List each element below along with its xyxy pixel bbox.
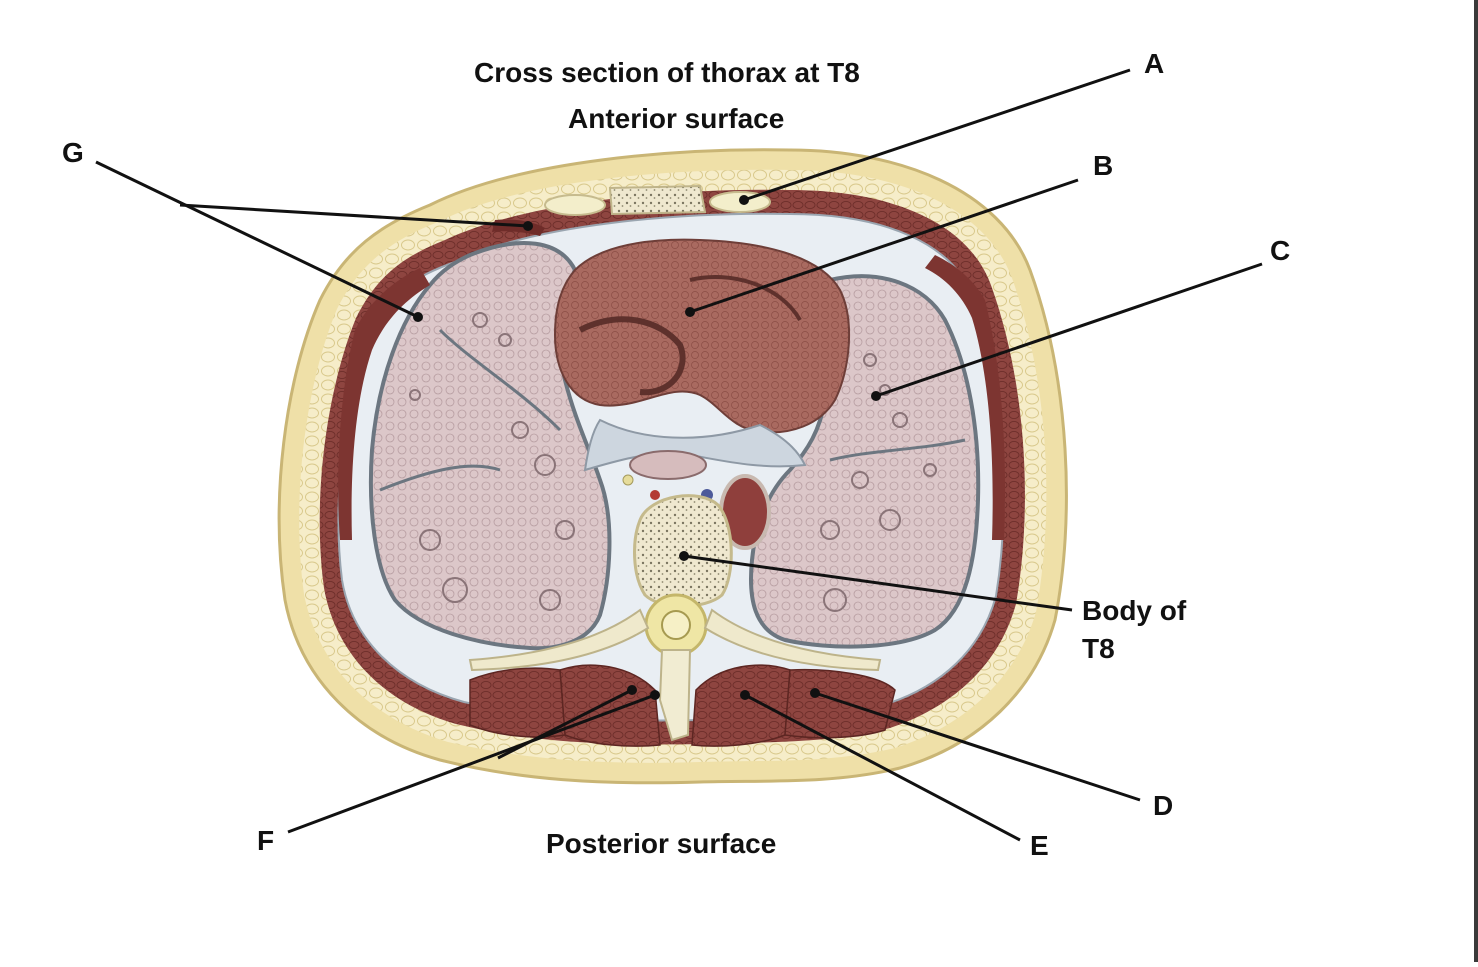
leader-dots: [413, 195, 881, 700]
leader-D: [814, 691, 1141, 802]
rib-posterior-left: [703, 608, 882, 672]
leader-lines: [95, 68, 1263, 842]
diagram-title: Cross section of thorax at T8: [474, 57, 860, 88]
erector-spinae-right: [559, 664, 661, 747]
spinous-process: [658, 649, 692, 742]
label-B: B: [1093, 150, 1114, 181]
leader-A: [743, 68, 1131, 202]
label-A: A: [1144, 48, 1165, 79]
leader-G-upper: [179, 203, 529, 228]
leader-F-b: [497, 688, 633, 760]
label-D: D: [1153, 790, 1174, 821]
window-edge: [1474, 0, 1478, 962]
posterior-surface-label: Posterior surface: [546, 828, 777, 859]
leader-C: [875, 262, 1263, 398]
esophagus: [629, 450, 707, 480]
intercostal-right: [338, 268, 430, 540]
anterior-surface-label: Anterior surface: [568, 103, 785, 134]
back-muscle-outer-left: [784, 668, 896, 739]
label-G: G: [62, 137, 84, 168]
label-E: E: [1030, 830, 1049, 861]
label-body-of-T8-line2: T8: [1082, 633, 1115, 664]
costal-cartilage-left: [544, 194, 606, 216]
vertebral-body-T8: [633, 494, 733, 608]
leader-F-a: [287, 693, 656, 834]
leader-G-lower: [95, 160, 419, 319]
back-muscle-outer-right: [469, 667, 566, 738]
label-F: F: [257, 825, 275, 856]
intercostal-left: [925, 255, 1006, 540]
rib-posterior-right: [468, 608, 650, 672]
sternum: [608, 184, 707, 216]
heart: [553, 238, 850, 434]
leader-B: [689, 178, 1079, 314]
label-C: C: [1270, 235, 1291, 266]
leader-E: [744, 693, 1021, 842]
leader-body: [683, 554, 1073, 612]
label-body-of-T8-line1: Body of: [1082, 595, 1187, 626]
